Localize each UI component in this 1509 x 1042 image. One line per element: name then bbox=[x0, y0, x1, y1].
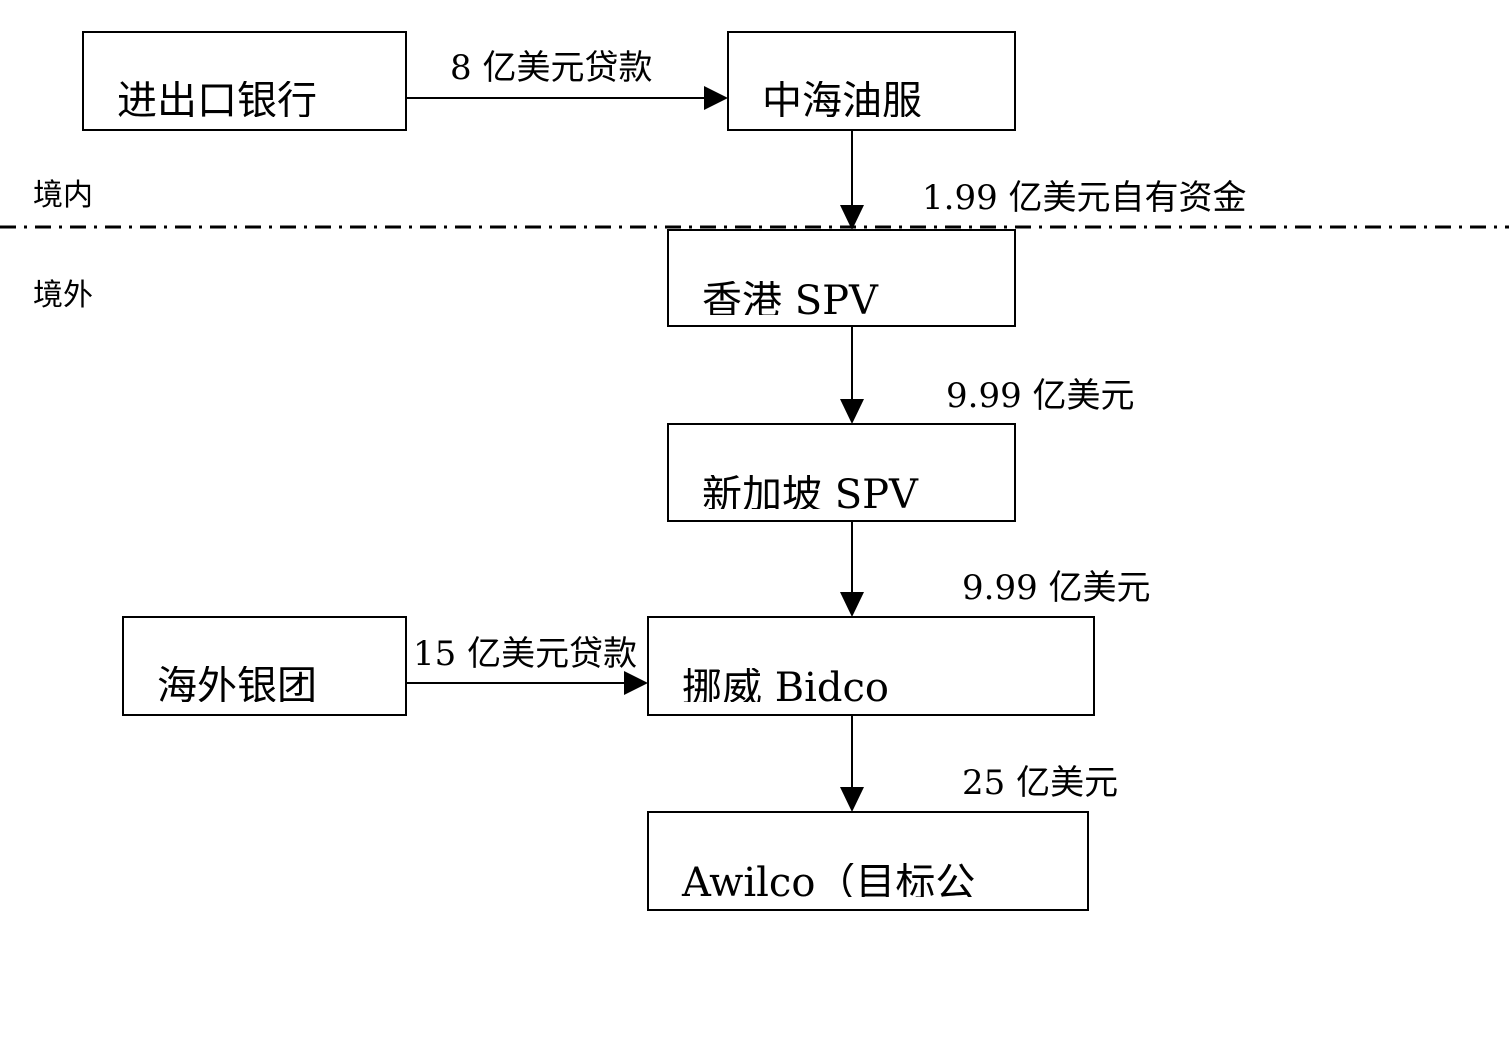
flow-label-sg-to-bidco: 9.99 亿美元 bbox=[962, 568, 1151, 608]
node-sg-spv: 新加坡 SPV bbox=[667, 423, 1016, 522]
flow-label-syndicate-to-bidco: 15 亿美元贷款 bbox=[413, 634, 638, 674]
arrowhead-bidco-to-awilco bbox=[840, 787, 864, 812]
node-norway-bidco-label: 挪威 Bidco bbox=[682, 668, 889, 702]
node-cosl: 中海油服 bbox=[727, 31, 1016, 131]
arrowhead-exim-to-cosl bbox=[704, 86, 728, 110]
node-hk-spv-label: 香港 SPV bbox=[702, 281, 878, 315]
flow-label-exim-to-cosl: 8 亿美元贷款 bbox=[450, 48, 653, 88]
node-overseas-syndicate: 海外银团 bbox=[122, 616, 407, 716]
zone-overseas-label: 境外 bbox=[33, 278, 93, 313]
flow-label-hk-to-sg: 9.99 亿美元 bbox=[946, 376, 1135, 416]
node-awilco-label: Awilco（目标公 bbox=[682, 863, 976, 897]
flow-label-cosl-to-hk: 1.99 亿美元自有资金 bbox=[922, 178, 1247, 218]
arrowhead-cosl-to-hk bbox=[840, 205, 864, 230]
arrowhead-hk-to-sg bbox=[840, 399, 864, 424]
node-exim-bank: 进出口银行 bbox=[82, 31, 407, 131]
node-hk-spv: 香港 SPV bbox=[667, 229, 1016, 327]
node-exim-bank-label: 进出口银行 bbox=[117, 81, 317, 117]
node-cosl-label: 中海油服 bbox=[762, 81, 922, 117]
node-overseas-syndicate-label: 海外银团 bbox=[157, 666, 317, 702]
zone-domestic-label: 境内 bbox=[33, 178, 93, 213]
arrowhead-sg-to-bidco bbox=[840, 592, 864, 617]
node-awilco: Awilco（目标公 bbox=[647, 811, 1089, 911]
node-sg-spv-label: 新加坡 SPV bbox=[702, 475, 918, 509]
arrowhead-syndicate-to-bidco bbox=[624, 671, 648, 695]
node-norway-bidco: 挪威 Bidco bbox=[647, 616, 1095, 716]
flow-label-bidco-to-awilco: 25 亿美元 bbox=[962, 763, 1119, 803]
